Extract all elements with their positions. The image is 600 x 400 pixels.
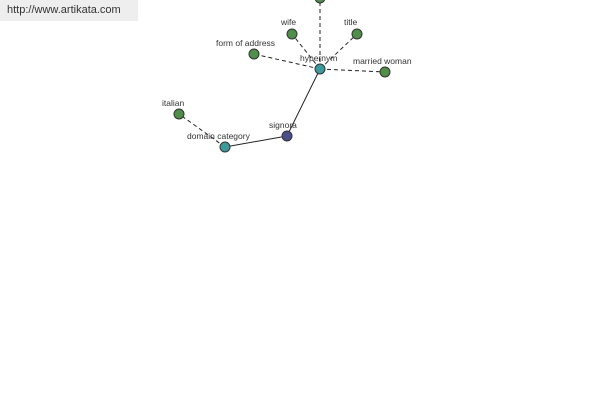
label-signora: signora: [269, 120, 297, 130]
node-married-woman[interactable]: [379, 66, 391, 78]
graph-labels: wife title form of address hypernym marr…: [162, 17, 412, 141]
label-title: title: [344, 17, 358, 27]
node-top[interactable]: [314, 0, 326, 4]
label-married-woman: married woman: [353, 56, 412, 66]
edge-signora-hypernym: [286, 68, 321, 137]
node-title[interactable]: [351, 28, 363, 40]
edge-hypernym-married-woman: [319, 68, 386, 73]
node-wife[interactable]: [286, 28, 298, 40]
node-form-of-address[interactable]: [248, 48, 260, 60]
label-hypernym: hypernym: [300, 53, 337, 63]
edge-hypernym-form-of-address: [253, 53, 321, 70]
edge-hypernym-title: [319, 33, 358, 70]
label-form-of-address: form of address: [216, 38, 275, 48]
node-hypernym[interactable]: [314, 63, 326, 75]
label-italian: italian: [162, 98, 184, 108]
node-domain-category[interactable]: [219, 141, 231, 153]
label-domain-category: domain category: [187, 131, 251, 141]
node-italian[interactable]: [173, 108, 185, 120]
edge-signora-domain-category: [224, 135, 288, 148]
graph-nodes: [173, 0, 391, 153]
source-banner: http://www.artikata.com: [0, 0, 138, 21]
graph-edges: [178, 0, 386, 148]
edge-domain-category-italian: [178, 113, 226, 148]
source-link[interactable]: http://www.artikata.com: [7, 4, 121, 16]
edge-hypernym-wife: [291, 33, 321, 70]
label-wife: wife: [280, 17, 296, 27]
node-signora[interactable]: [281, 130, 293, 142]
